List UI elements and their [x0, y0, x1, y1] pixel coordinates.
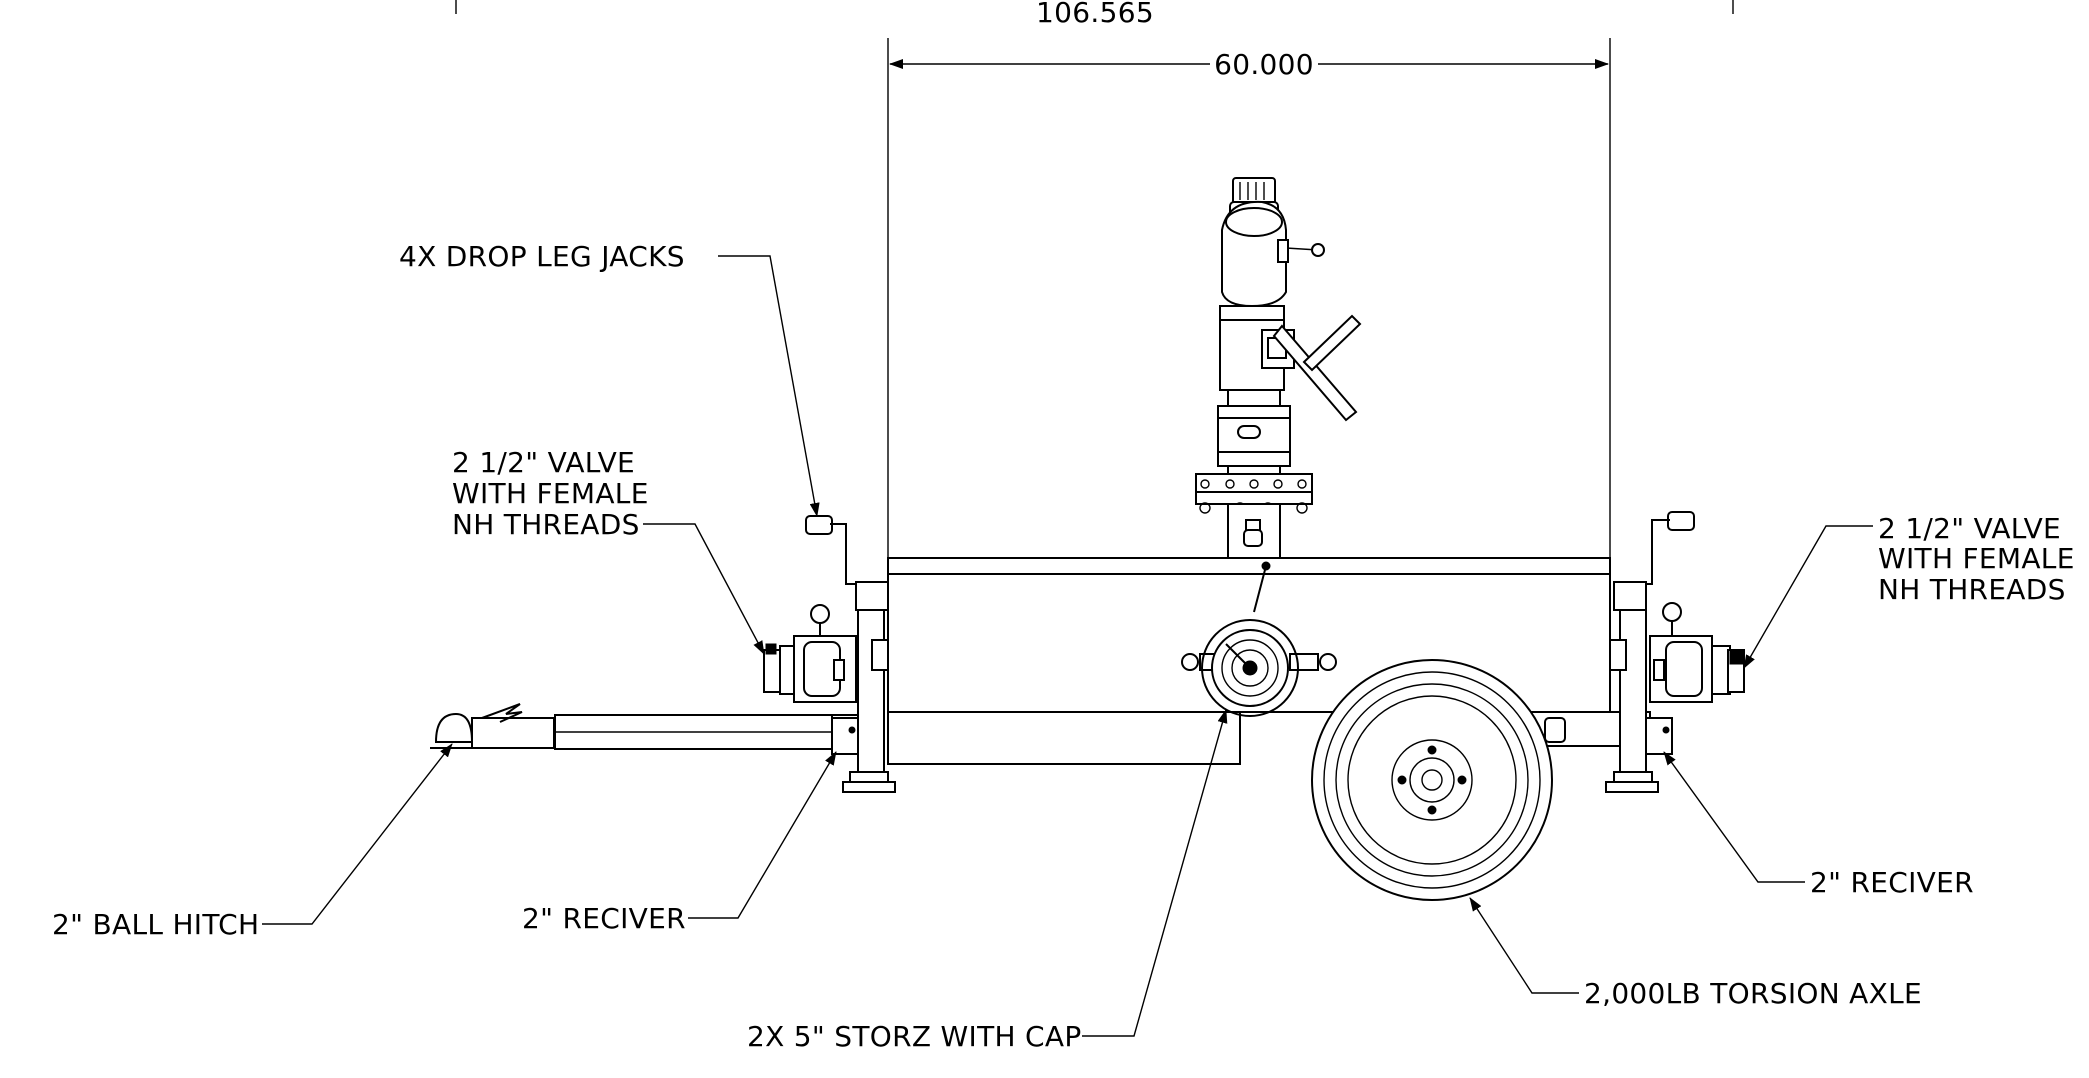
- right-receiver: [1645, 717, 1673, 755]
- callout-receiver-left-label: 2" RECIVER: [522, 902, 686, 935]
- callout-valve-right-line3: NH THREADS: [1878, 573, 2066, 606]
- inner-width-dimension: 60.000: [887, 38, 1611, 560]
- callout-receiver-right-label: 2" RECIVER: [1810, 866, 1974, 899]
- callout-valve-left-line1: 2 1/2" VALVE: [452, 446, 635, 479]
- callout-valve-left-line2: WITH FEMALE: [452, 477, 649, 510]
- left-receiver: [831, 717, 859, 755]
- callout-torsion-axle: 2,000LB TORSION AXLE: [1469, 897, 1922, 1010]
- left-valve: [763, 604, 857, 703]
- monitor-nozzle-assembly: [1195, 177, 1362, 563]
- callout-valve-right: 2 1/2" VALVE WITH FEMALE NH THREADS: [1743, 512, 2075, 669]
- callout-storz-label: 2X 5" STORZ WITH CAP: [747, 1020, 1082, 1053]
- callout-ball-hitch: 2" BALL HITCH: [52, 743, 453, 941]
- callout-valve-left: 2 1/2" VALVE WITH FEMALE NH THREADS: [452, 446, 765, 655]
- callout-valve-right-line1: 2 1/2" VALVE: [1878, 512, 2061, 545]
- callout-drop-leg-jacks-label: 4X DROP LEG JACKS: [399, 240, 685, 273]
- wheel-torsion-axle: [1311, 659, 1553, 901]
- overall-width-dimension: 106.565: [455, 0, 1734, 29]
- callout-ball-hitch-label: 2" BALL HITCH: [52, 908, 259, 941]
- callout-receiver-right: 2" RECIVER: [1663, 751, 1974, 899]
- right-drop-leg-jack: [1605, 511, 1695, 793]
- callout-torsion-axle-label: 2,000LB TORSION AXLE: [1584, 977, 1922, 1010]
- right-valve: [1649, 602, 1745, 703]
- left-drop-leg-jack: [805, 515, 896, 793]
- callout-valve-left-line3: NH THREADS: [452, 508, 640, 541]
- callout-receiver-left: 2" RECIVER: [522, 751, 837, 935]
- callout-drop-leg-jacks: 4X DROP LEG JACKS: [399, 240, 820, 517]
- callout-storz: 2X 5" STORZ WITH CAP: [747, 709, 1228, 1053]
- storz-with-cap: [1181, 619, 1337, 717]
- callout-valve-right-line2: WITH FEMALE: [1878, 542, 2075, 575]
- inner-width-value: 60.000: [1214, 48, 1314, 81]
- tongue-and-ball-hitch: [430, 703, 863, 750]
- overall-width-value: 106.565: [1036, 0, 1154, 29]
